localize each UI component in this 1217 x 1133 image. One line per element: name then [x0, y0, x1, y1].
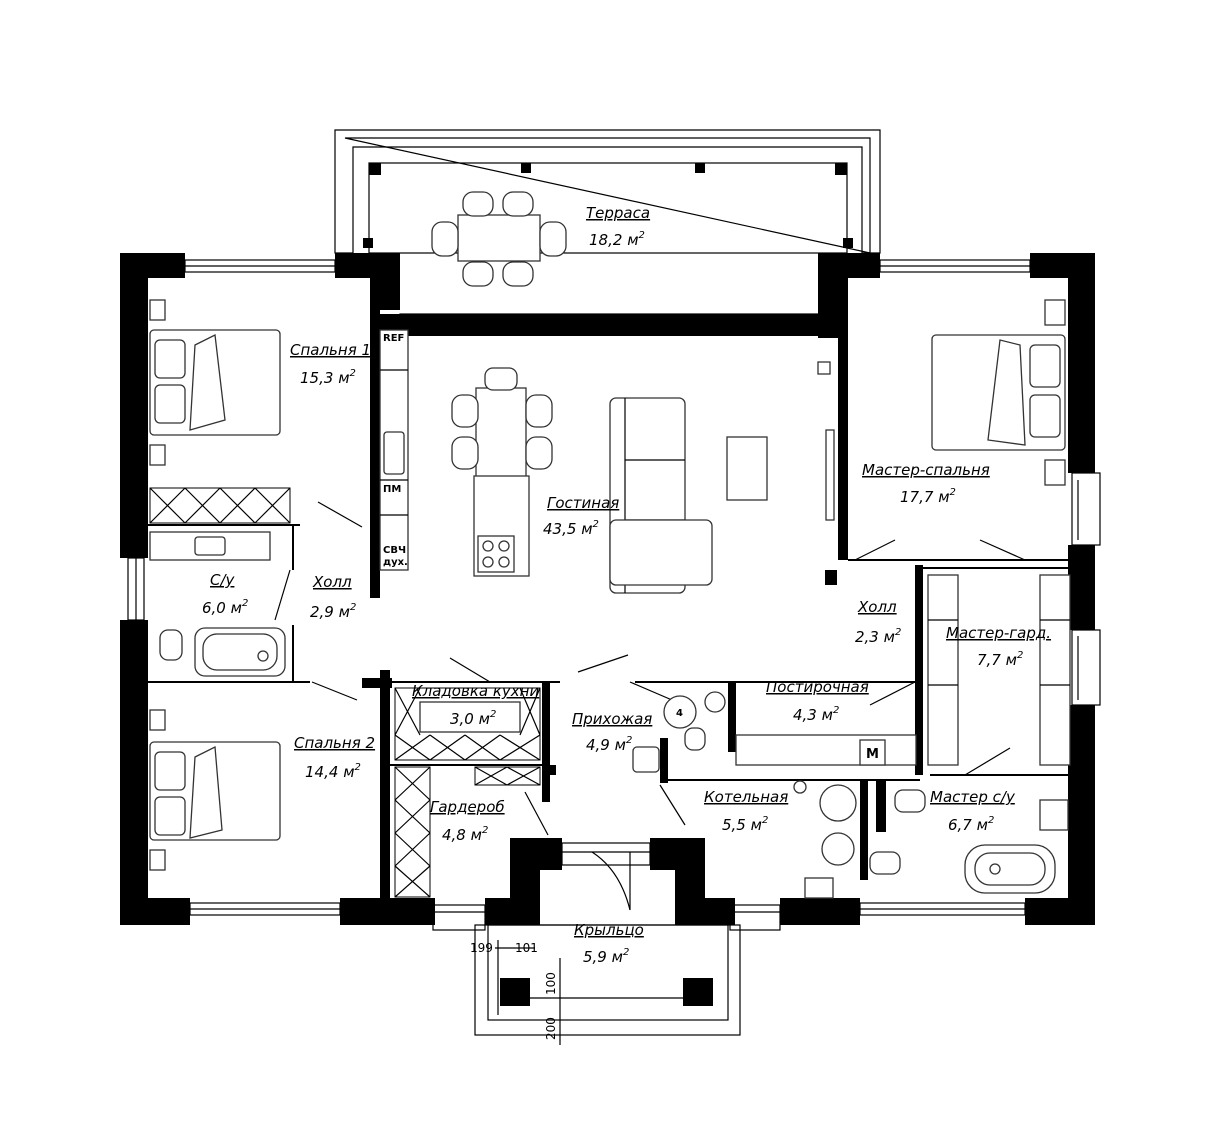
bed-2: [149, 709, 281, 871]
room-label-boiler: Котельная 5,5 м2: [704, 788, 788, 834]
svg-text:7,7 м2: 7,7 м2: [977, 650, 1023, 669]
room-label-pantry: Кладовка кухни 3,0 м2: [412, 682, 539, 728]
ref-tag: REF: [383, 333, 404, 344]
pantry-hatch: [394, 687, 541, 761]
outer-walls: [120, 253, 1095, 925]
svg-text:Мастер с/у: Мастер с/у: [930, 788, 1016, 806]
svg-text:14,4 м2: 14,4 м2: [305, 762, 361, 781]
svg-text:Спальня 1: Спальня 1: [290, 341, 371, 359]
sofa: [609, 361, 835, 594]
master-bath: [869, 789, 1069, 894]
svg-text:Мастер-спальня: Мастер-спальня: [862, 461, 990, 479]
svg-text:17,7 м2: 17,7 м2: [900, 487, 956, 506]
dim-200: 200: [544, 1017, 558, 1040]
oven-tag: дух.: [383, 557, 408, 568]
svg-text:2,3 м2: 2,3 м2: [855, 627, 901, 646]
svg-text:Котельная: Котельная: [704, 788, 788, 806]
svg-text:4,3 м2: 4,3 м2: [793, 705, 839, 724]
washer-tag: М: [866, 747, 879, 762]
svg-text:Холл: Холл: [857, 598, 897, 616]
bedroom1-wardrobe: [149, 487, 291, 524]
svg-text:С/у: С/у: [210, 571, 236, 589]
dim-199: 199: [470, 941, 493, 955]
master-wardrobe: [927, 574, 1071, 766]
laundry: [735, 734, 917, 766]
svg-text:4,8 м2: 4,8 м2: [442, 825, 488, 844]
dishwasher-tag: ПМ: [383, 484, 401, 495]
svg-text:Гостиная: Гостиная: [547, 494, 619, 512]
svg-text:Гардероб: Гардероб: [430, 798, 505, 816]
svg-text:Мастер-гард.: Мастер-гард.: [946, 624, 1051, 642]
svg-text:Холл: Холл: [312, 573, 352, 591]
bed-1: [149, 299, 281, 466]
doors: [274, 501, 1026, 911]
svg-text:Спальня 2: Спальня 2: [294, 734, 375, 752]
svg-text:5,5 м2: 5,5 м2: [722, 815, 768, 834]
room-label-living: Гостиная 43,5 м2: [543, 494, 619, 538]
bathroom-fixtures: [149, 531, 286, 677]
room-label-wardrobe: Гардероб 4,8 м2: [430, 798, 505, 844]
svg-text:3,0 м2: 3,0 м2: [450, 709, 496, 728]
living-top-wall: [399, 313, 848, 336]
room-label-laundry: Постирочная 4,3 м2: [766, 678, 869, 724]
svg-text:Постирочная: Постирочная: [766, 678, 869, 696]
svg-text:15,3 м2: 15,3 м2: [300, 368, 356, 387]
interior-walls: [148, 278, 1068, 898]
boiler-room: [793, 780, 857, 899]
room-label-master-bath: Мастер с/у 6,7 м2: [930, 788, 1016, 834]
kitchen-island: [451, 367, 553, 577]
room-label-hall-1: Холл 2,9 м2: [310, 573, 356, 621]
svg-text:Крыльцо: Крыльцо: [574, 921, 644, 939]
room-label-bathroom: С/у 6,0 м2: [202, 571, 248, 617]
room-label-entry: Прихожая 4,9 м2: [572, 710, 652, 754]
windows: [127, 259, 1101, 931]
riser-tag: 4: [676, 708, 683, 719]
dim-101: 101: [515, 941, 538, 955]
room-label-bedroom-2: Спальня 2 14,4 м2: [294, 734, 375, 781]
svg-text:Терраса: Терраса: [586, 204, 650, 222]
dimensions: 199 101 100 200: [470, 941, 561, 1045]
room-label-hall-2: Холл 2,3 м2: [855, 598, 901, 646]
room-label-porch: Крыльцо 5,9 м2: [574, 921, 644, 966]
terrace-dining-set: [431, 191, 567, 287]
porch: [474, 924, 741, 1036]
kitchen-counter: [379, 329, 409, 571]
svg-text:4,9 м2: 4,9 м2: [586, 735, 632, 754]
svg-text:Прихожая: Прихожая: [572, 710, 652, 728]
room-label-terrace: Терраса 18,2 м2: [586, 204, 650, 249]
room-label-master-bedroom: Мастер-спальня 17,7 м2: [862, 461, 990, 506]
room-label-bedroom-1: Спальня 1 15,3 м2: [290, 341, 371, 387]
dim-100: 100: [544, 972, 558, 995]
master-bed: [931, 299, 1066, 486]
wardrobe-hatch: [394, 766, 541, 898]
svg-text:6,0 м2: 6,0 м2: [202, 598, 248, 617]
svg-text:Кладовка кухни: Кладовка кухни: [412, 682, 539, 700]
svg-text:2,9 м2: 2,9 м2: [310, 602, 356, 621]
room-labels: Терраса 18,2 м2 Спальня 1 15,3 м2 Гостин…: [202, 204, 1051, 966]
svg-text:5,9 м2: 5,9 м2: [583, 947, 629, 966]
microwave-tag: СВЧ: [383, 545, 406, 556]
entry-wc: [632, 691, 726, 773]
room-label-master-wardrobe: Мастер-гард. 7,7 м2: [946, 624, 1051, 669]
svg-text:18,2 м2: 18,2 м2: [589, 230, 645, 249]
svg-text:6,7 м2: 6,7 м2: [948, 815, 994, 834]
appliance-tags: REF ПМ СВЧ дух. М 4: [383, 333, 879, 762]
svg-text:43,5 м2: 43,5 м2: [543, 519, 599, 538]
